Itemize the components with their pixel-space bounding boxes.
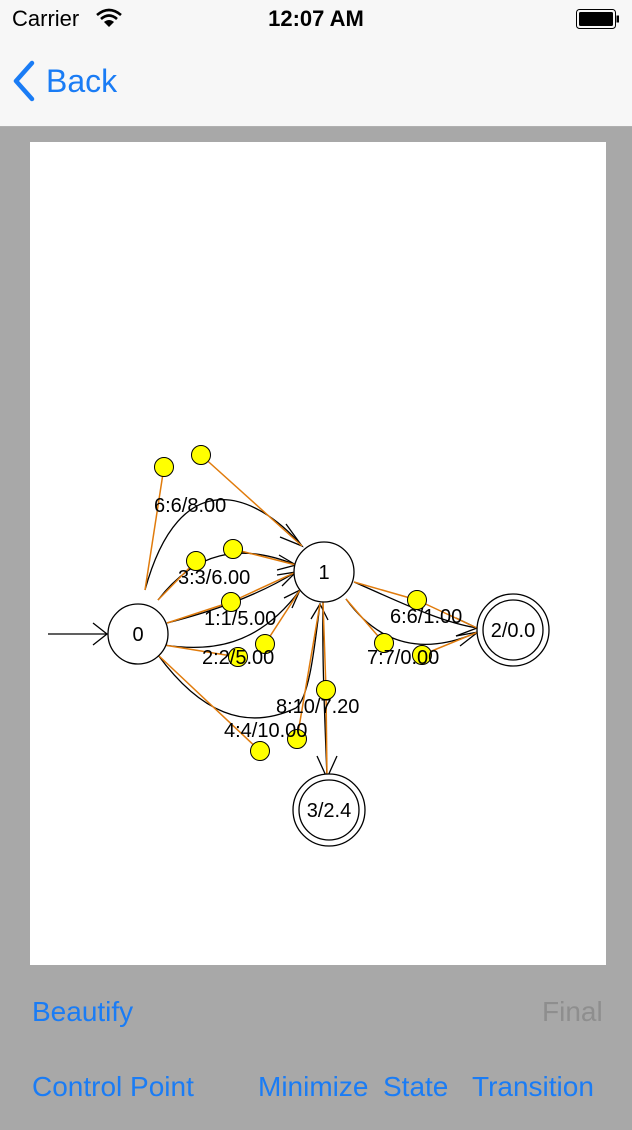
control-point[interactable] — [412, 645, 432, 665]
transition-edge[interactable] — [163, 589, 301, 649]
control-point[interactable] — [221, 592, 241, 612]
beautify-button[interactable]: Beautify — [32, 996, 134, 1027]
transition-label: 7:7/0.00 — [367, 647, 439, 669]
control-point[interactable] — [255, 634, 275, 654]
control-point[interactable] — [287, 729, 307, 749]
diagram-canvas[interactable]: 6:6/8.00 3:3/6.00 1:1/5.00 2:2/5.00 4:4/… — [30, 142, 606, 965]
control-point[interactable] — [316, 680, 336, 700]
minimize-button[interactable]: Minimize — [258, 1071, 369, 1102]
state-label: 3/2.4 — [307, 800, 351, 822]
transition-label: 4:4/10.00 — [224, 720, 307, 742]
control-point[interactable] — [186, 551, 206, 571]
transition-label: 6:6/1.00 — [390, 606, 462, 628]
transition-label: 8:10/7.20 — [276, 696, 359, 718]
state-final-3[interactable]: 3/2.4 — [292, 773, 366, 847]
control-point-button[interactable]: Control Point — [32, 1071, 194, 1102]
final-button[interactable]: Final — [542, 996, 603, 1027]
control-point[interactable] — [374, 633, 394, 653]
control-point[interactable] — [250, 741, 270, 761]
clock: 12:07 AM — [268, 6, 364, 31]
state-1[interactable]: 1 — [293, 541, 355, 603]
transition-edge[interactable] — [157, 552, 297, 601]
initial-arrow — [48, 622, 109, 646]
status-bar: Carrier 12:07 AM — [0, 0, 632, 40]
state-final-2[interactable]: 2/0.0 — [476, 593, 550, 667]
transition-edge[interactable] — [157, 603, 321, 719]
state-button[interactable]: State — [383, 1071, 449, 1102]
transition-label: 6:6/8.00 — [154, 495, 226, 517]
control-point[interactable] — [223, 539, 243, 559]
state-label: 0 — [132, 624, 143, 646]
transition-label: 1:1/5.00 — [204, 608, 276, 630]
back-label: Back — [46, 62, 118, 99]
control-point[interactable] — [191, 445, 211, 465]
state-label: 1 — [318, 562, 329, 584]
state-label: 2/0.0 — [491, 620, 535, 642]
carrier-label: Carrier — [12, 6, 80, 31]
transition-button[interactable]: Transition — [472, 1071, 594, 1102]
transition-label: 2:2/5.00 — [202, 647, 274, 669]
control-point[interactable] — [407, 590, 427, 610]
navigation-bar: Back — [0, 40, 632, 127]
control-point[interactable] — [154, 457, 174, 477]
battery-icon — [576, 9, 619, 29]
transition-label: 3:3/6.00 — [178, 567, 250, 589]
state-0[interactable]: 0 — [107, 603, 169, 665]
wifi-icon — [96, 8, 122, 27]
transition-edge[interactable] — [353, 581, 478, 629]
transition-edge[interactable] — [144, 499, 303, 591]
control-point[interactable] — [228, 647, 248, 667]
automaton-diagram[interactable]: 6:6/8.00 3:3/6.00 1:1/5.00 2:2/5.00 4:4/… — [30, 142, 606, 965]
chevron-left-icon — [13, 60, 35, 102]
back-button[interactable]: Back — [12, 60, 117, 102]
